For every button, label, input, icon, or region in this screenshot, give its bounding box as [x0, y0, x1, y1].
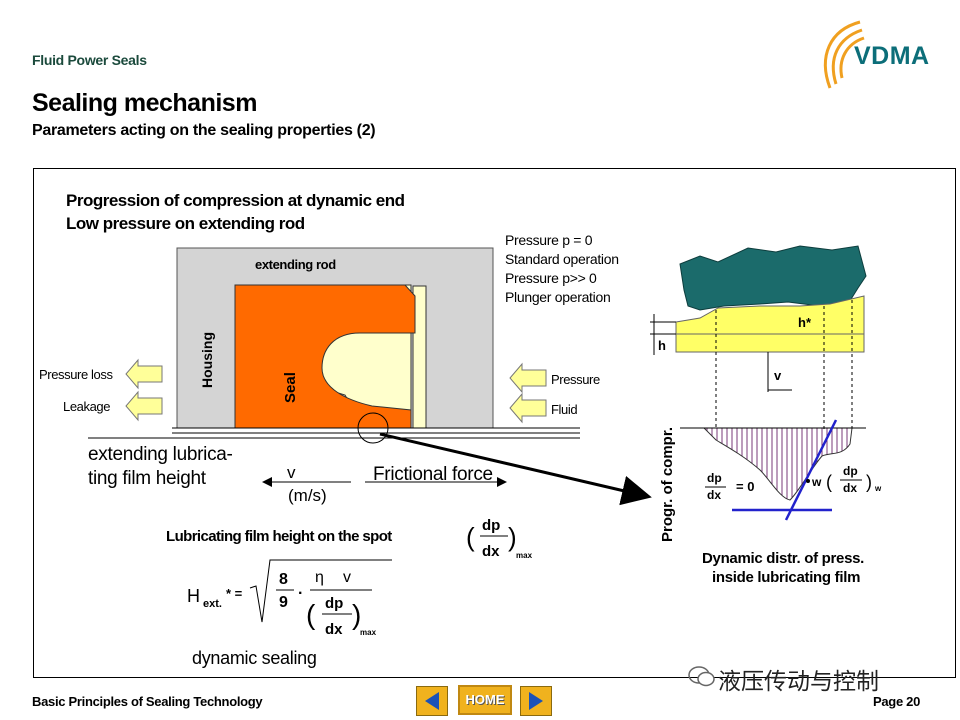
star-equals: * =: [226, 586, 243, 601]
w-point: [806, 479, 810, 483]
pressure-arrow-icon: [509, 362, 547, 394]
pressure-note-3: Pressure p>> 0: [505, 270, 597, 286]
film-bottom-layer: [675, 333, 865, 353]
prev-arrow-icon: [425, 692, 439, 710]
paren-close-w: ): [866, 472, 872, 492]
content-frame: [33, 168, 956, 678]
eight: 8: [279, 571, 288, 588]
dp-right: dp: [843, 464, 858, 478]
w-subscript: w: [874, 484, 882, 493]
dyn-distr-1: Dynamic distr. of press.: [702, 550, 864, 567]
pressure-distribution: [702, 427, 853, 501]
pressure-note-2: Standard operation: [505, 251, 619, 267]
dot-operator: ·: [298, 585, 303, 602]
prev-page-button[interactable]: [416, 686, 448, 716]
leakage-label: Leakage: [63, 399, 110, 414]
vdma-logo-icon: [824, 20, 865, 89]
dx-right: dx: [843, 481, 857, 495]
max-sub-2: max: [360, 628, 377, 637]
contact-zone-circle: [357, 412, 389, 444]
h-label: h: [658, 338, 666, 353]
ext-subscript: ext.: [203, 598, 222, 610]
seal-body: [234, 284, 416, 429]
progr-axis-label: Progr. of compr.: [659, 427, 676, 542]
page-title: Sealing mechanism: [32, 89, 257, 117]
v-right-label: v: [774, 368, 782, 383]
nine: 9: [279, 594, 288, 611]
footer-course-title: Basic Principles of Sealing Technology: [32, 694, 263, 709]
film-label-1: extending lubrica-: [88, 444, 233, 465]
eta-symbol: η: [315, 569, 324, 586]
frictional-force-label: Frictional force: [373, 464, 493, 485]
next-arrow-icon: [529, 692, 543, 710]
pressure-note-1: Pressure p = 0: [505, 232, 593, 248]
dynamic-sealing-label: dynamic sealing: [192, 648, 317, 668]
dx-formula: dx: [325, 621, 343, 638]
dp-left: dp: [707, 471, 722, 485]
seal-lip-shape: [679, 245, 867, 311]
seal-label: Seal: [282, 372, 299, 403]
leakage-arrow-icon: [125, 390, 163, 422]
diagram-heading-1: Progression of compression at dynamic en…: [66, 191, 405, 210]
page-subtitle: Parameters acting on the sealing propert…: [32, 122, 376, 139]
extending-rod-label: extending rod: [255, 257, 336, 272]
h-symbol: H: [187, 586, 200, 606]
w-label: w: [811, 475, 822, 489]
film-spot-label: Lubricating film height on the spot: [166, 528, 392, 545]
film-label-2: ting film height: [88, 468, 207, 489]
housing-label: Housing: [199, 332, 215, 388]
diagram-heading-2: Low pressure on extending rod: [66, 214, 305, 233]
tangent-line: [784, 419, 838, 521]
wechat-watermark: 液压传动与控制: [718, 669, 879, 695]
dp-formula: dp: [325, 595, 343, 612]
eq-zero: = 0: [736, 479, 754, 494]
pressure-note-4: Plunger operation: [505, 289, 610, 305]
paren-open-max: (: [466, 522, 475, 552]
dp-spot: dp: [482, 517, 500, 534]
sqrt-sign: [249, 559, 392, 623]
v-formula: v: [343, 569, 351, 586]
dx-left: dx: [707, 488, 721, 502]
paren-close-max: ): [508, 522, 517, 552]
h-star-label: h*: [798, 315, 812, 330]
pressure-loss-label: Pressure loss: [39, 367, 113, 382]
zoom-arrow: [379, 432, 652, 506]
max-sub-1: max: [516, 551, 533, 560]
paren-close-formula: ): [352, 599, 361, 630]
vdma-logo-text: VDMA: [854, 42, 930, 70]
pressure-label: Pressure: [551, 372, 600, 387]
velocity-unit: (m/s): [288, 486, 327, 505]
home-button[interactable]: HOME: [458, 685, 512, 715]
next-page-button[interactable]: [520, 686, 552, 716]
pressure-loss-arrow-icon: [125, 358, 163, 390]
paren-open-formula: (: [306, 599, 316, 630]
page-number: Page 20: [873, 694, 921, 709]
fluid-label: Fluid: [551, 402, 577, 417]
paren-open-w: (: [826, 472, 832, 492]
wechat-icon: [688, 666, 715, 687]
velocity-symbol: v: [287, 463, 296, 482]
dx-spot: dx: [482, 543, 500, 560]
section-label: Fluid Power Seals: [32, 52, 147, 68]
dyn-distr-2: inside lubricating film: [712, 569, 860, 586]
fluid-arrow-icon: [509, 392, 547, 424]
